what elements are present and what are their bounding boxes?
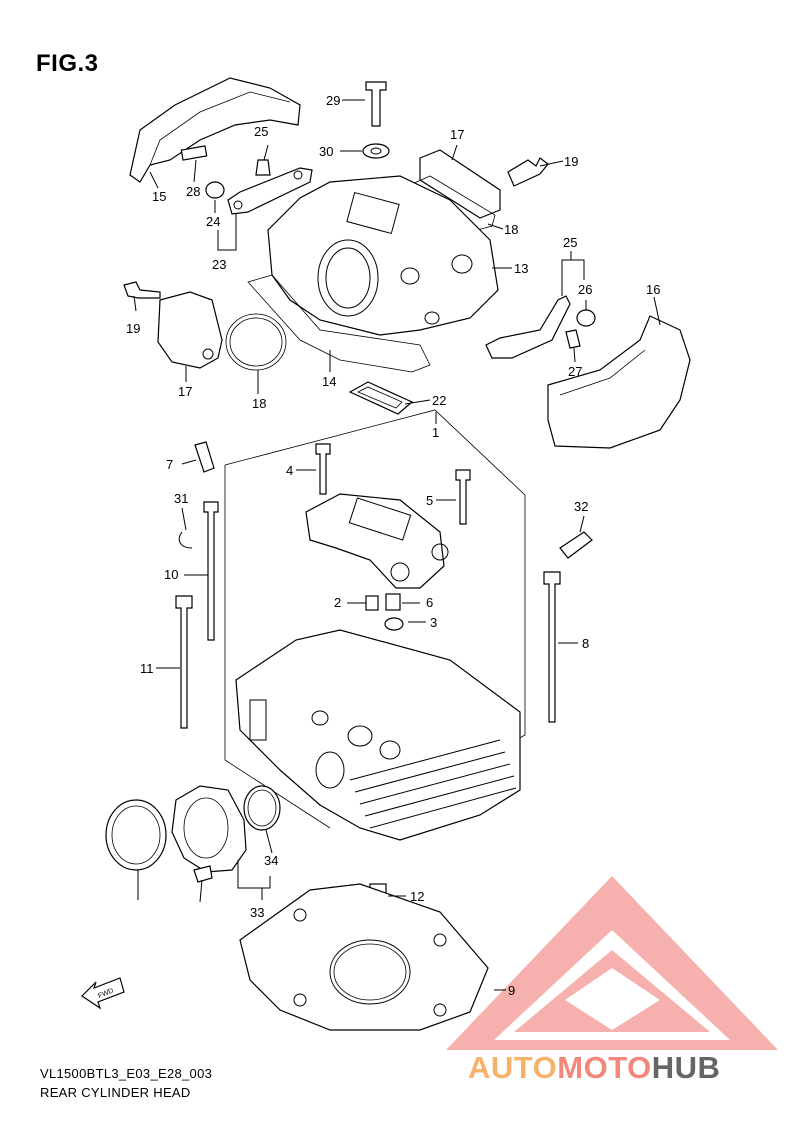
callout-7: 7 (166, 457, 174, 472)
part-9-head-gasket (239, 883, 489, 1031)
part-14-cover-gasket (247, 274, 431, 373)
callout-19-left: 19 (126, 321, 141, 336)
part-19-bolt-top (507, 157, 549, 187)
part-11-bolt (175, 595, 193, 729)
callout-1: 1 (432, 425, 440, 440)
part-2-dowel (365, 595, 379, 611)
part-34-screw (193, 865, 213, 883)
callout-18-top: 18 (504, 222, 519, 237)
part-25-bolt-right (565, 329, 581, 349)
rocker-arm-assembly (305, 493, 445, 589)
part-4-bolt (315, 443, 331, 495)
callout-24: 26 (578, 282, 593, 297)
part-13-head-cover (267, 175, 499, 336)
part-33-clamp (105, 799, 167, 871)
part-17-cap-top (419, 149, 501, 219)
callout-6: 6 (426, 595, 434, 610)
leader-lines (133, 99, 661, 991)
callout-12: 12 (410, 889, 425, 904)
callout-9: 9 (508, 983, 516, 998)
callout-22: 24 (206, 214, 221, 229)
callout-14: 14 (322, 374, 337, 389)
part-16-cover (547, 315, 691, 449)
model-code: VL1500BTL3_E03_E28_003 (40, 1066, 213, 1081)
part-5-bolt (455, 469, 471, 525)
callout-10: 10 (164, 567, 179, 582)
callout-11: 11 (140, 661, 154, 676)
callout-4: 4 (286, 463, 294, 478)
callout-8: 8 (582, 636, 590, 651)
fwd-arrow-icon (81, 977, 125, 1010)
part-27-bolt (365, 81, 387, 127)
part-31-intake-pipe (171, 785, 247, 873)
callout-21: 23 (212, 257, 227, 272)
callout-26: 28 (186, 184, 201, 199)
callout-20: 22 (432, 393, 447, 408)
watermark-part-auto: AUTO (468, 1050, 558, 1085)
callout-31: 33 (250, 905, 265, 920)
part-8-bolt (543, 571, 561, 723)
part-19-bolt-left (123, 281, 161, 299)
callout-25-right: 27 (568, 364, 583, 379)
callout-16: 16 (646, 282, 661, 297)
callout-18-left: 18 (252, 396, 267, 411)
figure-caption: REAR CYLINDER HEAD (40, 1085, 191, 1100)
part-7-dowel (194, 441, 215, 473)
callout-3: 3 (430, 615, 438, 630)
part-6-cap (385, 593, 401, 611)
callout-17-top: 17 (450, 127, 465, 142)
part-30-spark-plug (559, 531, 593, 559)
part-25-bolt (255, 159, 271, 176)
callout-25-top: 25 (254, 124, 269, 139)
watermark-text: AUTOMOTOHUB (468, 1050, 720, 1086)
callout-23: 25 (563, 235, 578, 250)
part-24-grommet (576, 309, 596, 327)
watermark-part-hub: HUB (651, 1050, 721, 1085)
part-22-grommet (205, 181, 225, 199)
part-18-gasket-left (225, 313, 287, 371)
callout-2: 2 (334, 595, 342, 610)
callout-17-left: 17 (178, 384, 193, 399)
callout-30: 32 (574, 499, 589, 514)
callout-29: 31 (174, 491, 189, 506)
cylinder-head (235, 629, 521, 841)
watermark-logo (446, 876, 778, 1050)
part-3-o-ring (384, 617, 404, 631)
part-21-bracket (227, 167, 313, 215)
part-20-gasket (348, 381, 414, 415)
part-28-washer (362, 143, 390, 159)
part-10-bolt (203, 501, 219, 641)
callout-13: 13 (514, 261, 529, 276)
callout-28: 30 (319, 144, 334, 159)
figure-title: FIG.3 (36, 50, 99, 77)
callout-5: 5 (426, 493, 434, 508)
callout-27: 29 (326, 93, 341, 108)
part-32-o-ring (243, 785, 281, 831)
callout-19-top: 19 (564, 154, 579, 169)
part-26-block (180, 145, 208, 161)
callout-15: 15 (152, 189, 167, 204)
part-29-clip (178, 531, 193, 549)
callout-32: 34 (264, 853, 279, 868)
part-23-bracket (485, 295, 571, 359)
part-15-cover (129, 77, 301, 183)
watermark-part-moto: MOTO (557, 1050, 652, 1085)
